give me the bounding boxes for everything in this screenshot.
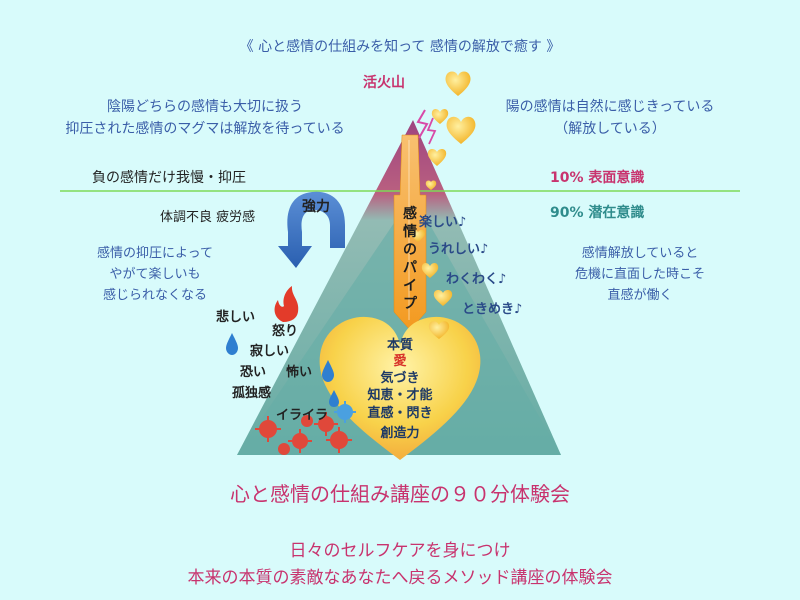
page-title: 《 心と感情の仕組みを知って 感情の解放で癒す 》 xyxy=(239,39,561,55)
right-top-line1: 陽の感情は自然に感じきっている xyxy=(505,99,715,115)
negative-emotion: 恐い xyxy=(240,365,267,380)
core-item: 知恵・才能 xyxy=(367,388,433,403)
negative-emotion: 寂しい xyxy=(250,344,290,359)
fatigue-label: 体調不良 疲労感 xyxy=(160,210,256,225)
negative-emotion: イライラ xyxy=(276,408,329,423)
footer-line1: 日々のセルフケアを身につけ xyxy=(289,541,511,561)
release-line1: 感情解放していると xyxy=(581,246,699,261)
fire-icon xyxy=(274,286,299,322)
water-drop-icon xyxy=(329,390,339,407)
water-drop-icon xyxy=(322,360,334,382)
positive-emotion: うれしい♪ xyxy=(428,242,489,257)
negative-emotion: 孤独感 xyxy=(232,386,272,401)
lightning-icon xyxy=(416,109,429,139)
positive-emotion: 楽しい♪ xyxy=(419,215,467,230)
negative-emotion: 悲しい xyxy=(216,310,256,325)
pipe-label: 感情のパイプ xyxy=(403,206,417,312)
suppress-line3: 感じられなくなる xyxy=(102,288,207,303)
left-top-line2: 抑圧された感情のマグマは解放を待っている xyxy=(65,121,345,137)
heart-icons xyxy=(410,71,476,339)
release-line3: 直感が働く xyxy=(607,288,673,303)
footer-headline: 心と感情の仕組み講座の９０分体験会 xyxy=(230,482,570,506)
latent-consciousness: 90% 潜在意識 xyxy=(550,205,645,221)
core-heart xyxy=(319,316,481,460)
virus-icon-blue xyxy=(334,401,356,423)
right-top-line2: （解放している） xyxy=(554,121,666,137)
strong-label: 強力 xyxy=(302,199,330,215)
suppression-arrow xyxy=(278,191,345,268)
positive-emotion: ときめき♪ xyxy=(462,302,523,317)
core-item: 直感・閃き xyxy=(367,406,433,421)
virus-icons xyxy=(255,412,352,455)
lightning-icon xyxy=(426,117,437,145)
footer-line2: 本来の本質の素敵なあなたへ戻るメソッド講座の体験会 xyxy=(187,568,613,588)
water-drop-icon xyxy=(226,333,238,355)
positive-emotion: わくわく♪ xyxy=(446,272,507,287)
surface-consciousness: 10% 表面意識 xyxy=(550,170,645,186)
suppress-line1: 感情の抑圧によって xyxy=(97,246,213,261)
release-line2: 危機に直面した時こそ xyxy=(574,267,705,282)
left-top-line1: 陰陽どちらの感情も大切に扱う xyxy=(107,99,303,115)
burden-label: 負の感情だけ我慢・抑圧 xyxy=(92,170,246,186)
negative-emotion: 怒り xyxy=(272,324,299,339)
core-love: 愛 xyxy=(393,354,407,369)
negative-emotion: 怖い xyxy=(286,365,313,380)
suppress-line2: やがて楽しいも xyxy=(109,267,201,282)
core-item: 創造力 xyxy=(380,426,420,441)
core-title: 本質 xyxy=(386,338,413,353)
core-item: 気づき xyxy=(380,371,420,386)
volcano-label: 活火山 xyxy=(363,75,405,91)
